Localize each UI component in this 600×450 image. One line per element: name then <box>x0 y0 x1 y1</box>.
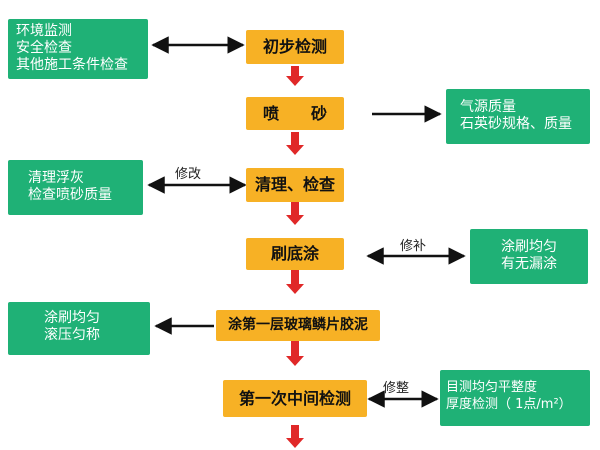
step-initial-inspection: 初步检测 <box>246 30 344 64</box>
note-clean: 清理浮灰 检查喷砂质量 <box>8 160 143 215</box>
note-primer-line-1: 涂刷均匀 <box>501 239 557 255</box>
note-initial-line-2: 安全检查 <box>16 40 72 56</box>
note-initial-line-3: 其他施工条件检查 <box>16 57 128 73</box>
note-blast: 气源质量 石英砂规格、质量 <box>446 89 590 144</box>
step-first-mid-inspection: 第一次中间检测 <box>223 380 367 417</box>
step-primer: 刷底涂 <box>246 238 344 270</box>
flow-arrow-1 <box>286 66 304 86</box>
note-clean-line-1: 清理浮灰 <box>28 170 84 186</box>
note-initial: 环境监测 安全检查 其他施工条件检查 <box>8 19 148 79</box>
flow-arrow-3 <box>286 202 304 225</box>
note-mid-line-1: 目测均匀平整度 <box>446 380 538 395</box>
step-clean-check: 清理、检查 <box>246 168 344 202</box>
edge-label-modify: 修改 <box>175 167 202 182</box>
step-first-layer: 涂第一层玻璃鳞片胶泥 <box>216 310 380 341</box>
note-primer-line-2: 有无漏涂 <box>501 256 557 272</box>
note-blast-line-1: 气源质量 <box>460 99 516 115</box>
note-layer1-line-1: 涂刷均匀 <box>44 310 100 326</box>
note-primer: 涂刷均匀 有无漏涂 <box>470 229 588 284</box>
note-mid-line-2: 厚度检测（ 1点/m²） <box>446 397 572 412</box>
note-blast-line-2: 石英砂规格、质量 <box>460 116 572 132</box>
flow-arrow-5 <box>286 341 304 366</box>
note-layer1-line-2: 滚压匀称 <box>44 327 100 343</box>
note-clean-line-2: 检查喷砂质量 <box>28 187 112 203</box>
note-mid: 目测均匀平整度 厚度检测（ 1点/m²） <box>440 370 590 426</box>
note-initial-line-1: 环境监测 <box>16 23 72 39</box>
flow-arrow-2 <box>286 132 304 155</box>
edge-label-repair: 修补 <box>400 239 427 254</box>
step-sandblasting: 喷 砂 <box>246 97 344 130</box>
flow-arrow-4 <box>286 270 304 294</box>
note-layer1: 涂刷均匀 滚压匀称 <box>8 302 150 355</box>
flow-arrow-6 <box>286 425 304 448</box>
edge-label-trim: 修整 <box>383 381 410 396</box>
